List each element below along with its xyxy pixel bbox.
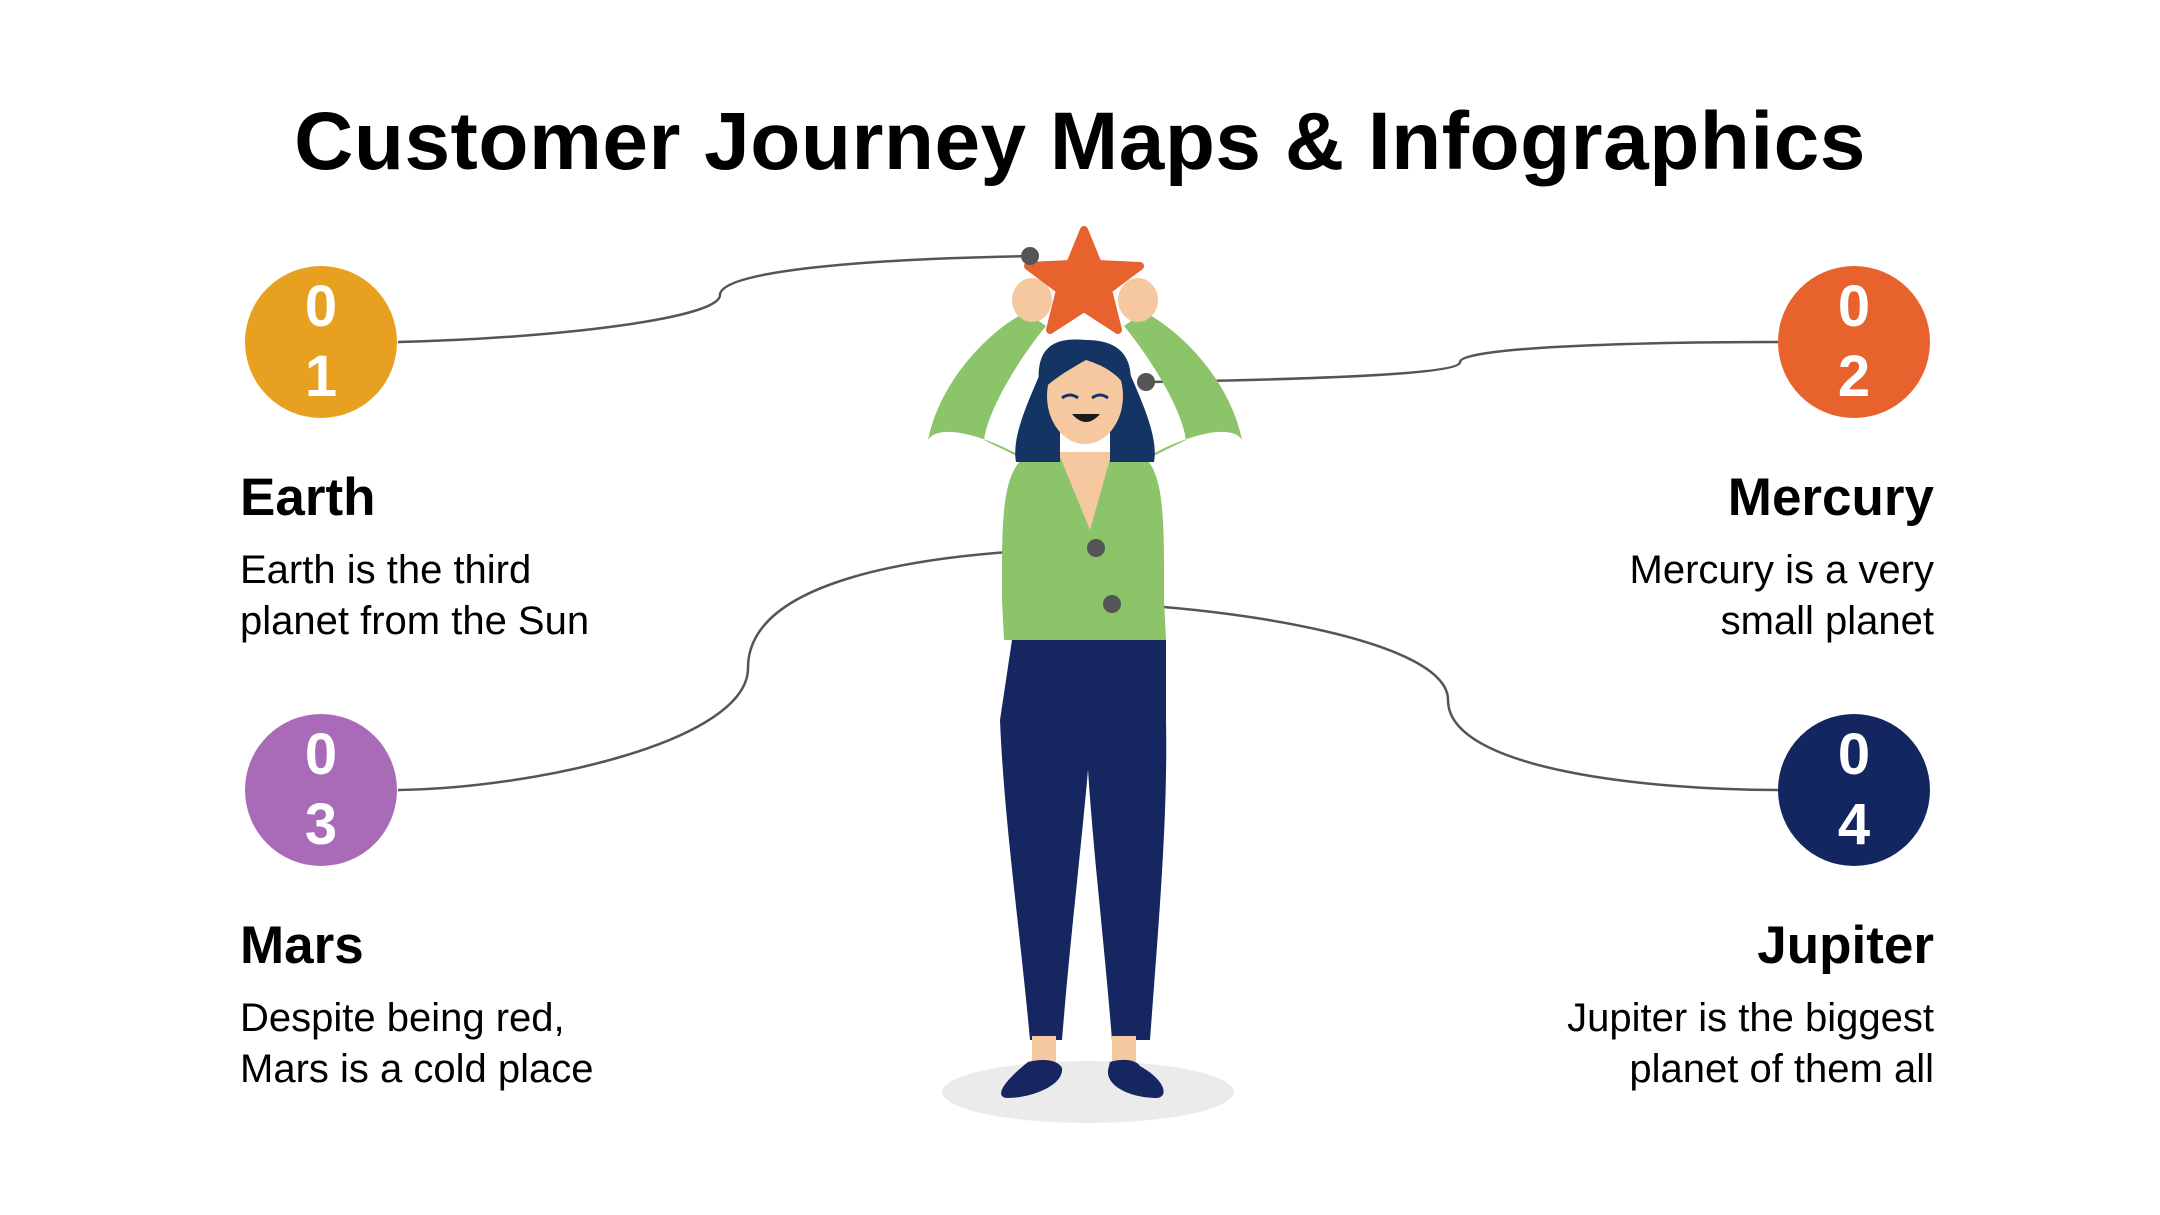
item-title-earth: Earth (240, 468, 376, 527)
mouth (1072, 414, 1100, 422)
connector-dots (1021, 247, 1155, 613)
pants (1000, 640, 1167, 1040)
connector-lines (397, 254, 1779, 792)
item-text-line: small planet (1720, 599, 1934, 643)
item-title-mercury: Mercury (1727, 468, 1934, 527)
eye-left (1061, 393, 1079, 400)
badge-03-digit-2: 3 (304, 792, 338, 857)
badge-01-digit-1: 0 (304, 274, 338, 339)
page-title: Customer Journey Maps & Infographics (294, 96, 1866, 187)
item-text-line: planet of them all (1629, 1047, 1934, 1091)
badge-02: 0 2 (1778, 266, 1930, 418)
badge-04-digit-1: 0 (1837, 722, 1871, 787)
person-figure (928, 226, 1242, 1098)
badge-02-digit-2: 2 (1837, 344, 1871, 409)
item-text-line: Mars is a cold place (240, 1047, 594, 1091)
item-text-line: Despite being red, (240, 996, 565, 1040)
item-text-line: Mercury is a very (1629, 548, 1935, 592)
connector-dot-04 (1103, 595, 1121, 613)
chest (1058, 452, 1112, 530)
eye-right (1091, 393, 1109, 400)
item-text-mars: Despite being red, Mars is a cold place (240, 993, 760, 1095)
shirt (1001, 452, 1166, 640)
badge-04-digit-2: 4 (1837, 792, 1871, 857)
connector-dot-02 (1137, 373, 1155, 391)
connector-line-03 (397, 546, 1097, 792)
ground-shadow (942, 1061, 1234, 1123)
badge-03-digit-1: 0 (304, 722, 338, 787)
badge-01: 0 1 (245, 266, 397, 418)
arm-right (1122, 312, 1242, 472)
item-text-line: planet from the Sun (240, 599, 590, 643)
item-text-earth: Earth is the third planet from the Sun (240, 545, 760, 647)
hand-left (1012, 278, 1052, 322)
item-title-mars: Mars (240, 916, 364, 975)
item-text-line: Earth is the third (240, 548, 532, 592)
item-text-mercury: Mercury is a very small planet (1414, 545, 1935, 647)
face (1047, 348, 1123, 444)
arm-left (928, 312, 1048, 472)
badge-03: 0 3 (245, 714, 397, 866)
item-text-jupiter: Jupiter is the biggest planet of them al… (1414, 993, 1934, 1095)
connector-line-02 (1149, 340, 1779, 384)
item-title-jupiter: Jupiter (1757, 916, 1934, 975)
star (1024, 226, 1144, 334)
item-text-line: Jupiter is the biggest (1567, 996, 1934, 1040)
hand-right (1118, 278, 1158, 322)
hair-top (1038, 339, 1131, 392)
connector-dot-03 (1087, 539, 1105, 557)
shoe-right (1107, 1059, 1164, 1098)
badge-04: 0 4 (1778, 714, 1930, 866)
badge-01-digit-2: 1 (304, 344, 338, 409)
connector-line-01 (397, 254, 1037, 344)
connector-dot-01 (1021, 247, 1039, 265)
connector-line-04 (1112, 602, 1779, 792)
shoe-left (1001, 1060, 1063, 1098)
badge-02-digit-1: 0 (1837, 274, 1871, 339)
